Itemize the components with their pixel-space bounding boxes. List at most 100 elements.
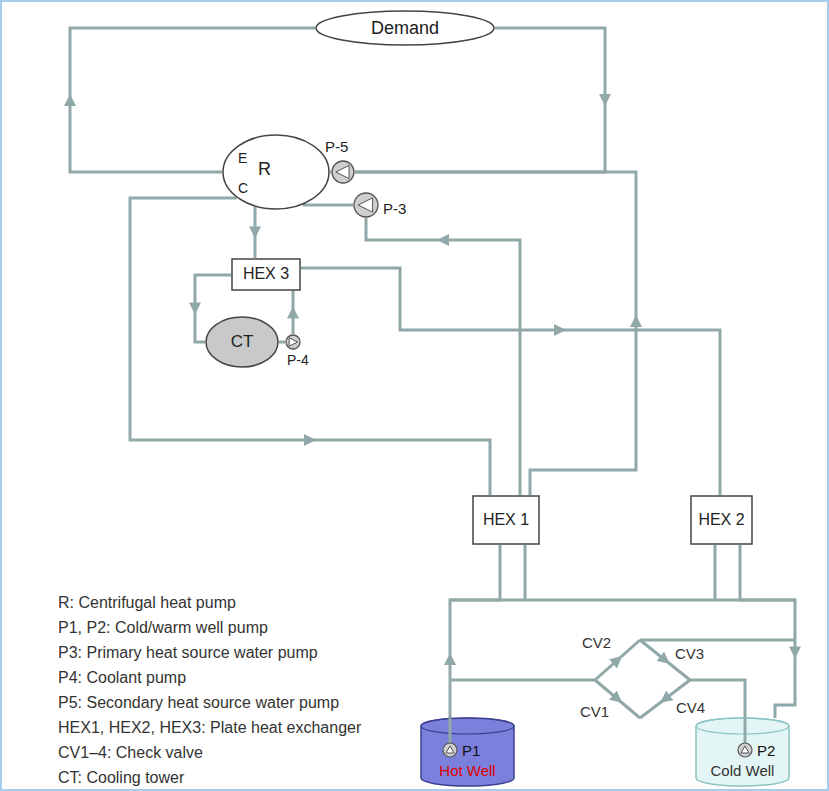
pump-impeller bbox=[741, 746, 749, 753]
tank-rim bbox=[421, 718, 514, 734]
ellipse-outline bbox=[223, 135, 329, 209]
valve-label: CV2 bbox=[582, 634, 611, 651]
pump-circle bbox=[286, 335, 300, 349]
node-label: P-4 bbox=[287, 352, 309, 368]
flow-arrow bbox=[64, 94, 76, 106]
pipe-connector bbox=[740, 545, 801, 718]
legend-text: R: Centrifugal heat pump bbox=[58, 594, 236, 612]
valve-label: CV4 bbox=[676, 699, 705, 716]
node-label: P1 bbox=[462, 742, 480, 759]
legend-text: HEX1, HEX2, HEX3: Plate heat exchanger bbox=[58, 719, 361, 737]
pump-impeller bbox=[289, 338, 297, 346]
pipe-connector bbox=[301, 268, 720, 495]
flow-arrow bbox=[630, 315, 642, 327]
pipe bbox=[640, 639, 795, 642]
pipe-line bbox=[740, 545, 795, 718]
pump-circle bbox=[332, 161, 354, 183]
pump-circle bbox=[738, 743, 752, 757]
flow-arrow bbox=[599, 94, 611, 106]
legend-text: CT: Cooling tower bbox=[58, 769, 184, 787]
flow-arrow bbox=[789, 647, 801, 659]
pipe-connector bbox=[303, 205, 353, 206]
hot-well-tank: P1Hot Well bbox=[420, 718, 515, 786]
pipe-line bbox=[130, 198, 490, 495]
tank-body bbox=[696, 718, 789, 786]
pipe bbox=[744, 718, 747, 743]
pipe-line bbox=[450, 545, 500, 718]
valve-label: CV1 bbox=[580, 703, 609, 720]
valve-label: CV3 bbox=[675, 645, 704, 662]
node-label: CT bbox=[231, 332, 254, 352]
legend-text: CV1–4: Check valve bbox=[58, 744, 203, 762]
legend-text: P1, P2: Cold/warm well pump bbox=[58, 619, 268, 637]
box-outline bbox=[232, 259, 300, 290]
ellipse-outline bbox=[206, 317, 278, 367]
pipe-line bbox=[301, 268, 720, 495]
pipe-connector bbox=[355, 172, 642, 495]
pump-circle bbox=[443, 743, 457, 757]
pipe-connector bbox=[287, 291, 299, 334]
pump-symbol: P-5 bbox=[331, 160, 355, 184]
pump-symbol: P-4 bbox=[285, 334, 301, 350]
pipe bbox=[449, 718, 452, 743]
tank-body bbox=[421, 718, 514, 786]
pipe-connector bbox=[249, 207, 261, 258]
node-outline bbox=[285, 334, 301, 350]
ellipse-outline bbox=[316, 11, 494, 45]
pipe-line bbox=[355, 28, 605, 172]
pump-impeller bbox=[336, 165, 349, 178]
heat-exchanger-box: HEX 3 bbox=[231, 258, 301, 291]
pipe-connector bbox=[366, 218, 520, 495]
pipe-connector bbox=[130, 198, 490, 495]
cold-well-tank: P2Cold Well bbox=[695, 718, 790, 786]
node-label: P-3 bbox=[383, 200, 406, 217]
pipe-line bbox=[303, 204, 353, 207]
pipe-line bbox=[355, 172, 636, 495]
pump-circle bbox=[354, 193, 378, 217]
legend-text: P4: Coolant pump bbox=[58, 669, 186, 687]
box-outline bbox=[691, 496, 752, 544]
pipe-connector bbox=[355, 28, 611, 172]
node-label: Demand bbox=[371, 18, 439, 39]
pipe-connector bbox=[444, 545, 500, 718]
legend-text: P3: Primary heat source water pump bbox=[58, 644, 318, 662]
flow-arrow bbox=[444, 653, 456, 665]
pipe bbox=[524, 545, 527, 600]
tank-rim bbox=[696, 718, 789, 734]
heat-exchanger-box: HEX 2 bbox=[690, 495, 753, 545]
pipe bbox=[714, 545, 717, 600]
flow-arrow bbox=[287, 307, 299, 319]
node-label: R bbox=[258, 159, 271, 180]
flow-arrow bbox=[304, 434, 316, 446]
node-label: E bbox=[238, 150, 247, 166]
pipe-line bbox=[330, 171, 331, 174]
node-outline bbox=[222, 134, 330, 210]
demand-ellipse: Demand bbox=[315, 10, 495, 46]
node-label: HEX 1 bbox=[483, 511, 529, 529]
cooling-tower: CT bbox=[205, 316, 279, 368]
pipe-line bbox=[366, 218, 520, 495]
node-label: HEX 3 bbox=[243, 265, 289, 283]
node-label: P2 bbox=[757, 742, 775, 759]
box-outline bbox=[473, 496, 539, 544]
flow-arrow bbox=[437, 234, 449, 246]
node-label: C bbox=[238, 180, 248, 196]
node-label: P-5 bbox=[325, 138, 348, 155]
heat-pump-circle: ERC bbox=[222, 134, 330, 210]
pipe-connector bbox=[330, 172, 331, 173]
pipe-line bbox=[279, 341, 285, 344]
node-label: Hot Well bbox=[439, 762, 495, 779]
pump-impeller bbox=[358, 198, 372, 212]
heat-exchanger-box: HEX 1 bbox=[472, 495, 540, 545]
legend-text: P5: Secondary heat source water pump bbox=[58, 694, 339, 712]
node-label: Cold Well bbox=[711, 762, 775, 779]
node-outline bbox=[353, 192, 379, 218]
flow-arrow bbox=[189, 303, 201, 315]
node-outline bbox=[331, 160, 355, 184]
pump-symbol: P-3 bbox=[353, 192, 379, 218]
flow-arrow bbox=[249, 227, 261, 239]
pipe-connector bbox=[279, 342, 285, 343]
node-label: HEX 2 bbox=[698, 511, 744, 529]
pump-impeller bbox=[446, 746, 454, 753]
